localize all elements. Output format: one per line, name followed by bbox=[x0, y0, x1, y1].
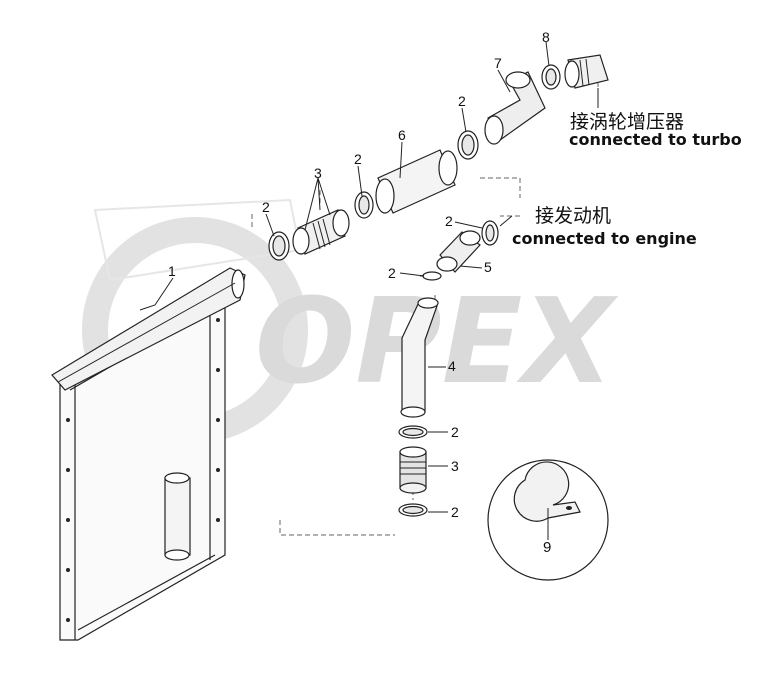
callout-turbo-cn: 接涡轮增压器 bbox=[570, 111, 684, 133]
elbow-5 bbox=[436, 230, 481, 273]
intercooler-core bbox=[51, 267, 246, 641]
clamp-2c bbox=[457, 130, 479, 160]
part-label-5: 5 bbox=[484, 259, 492, 275]
part-label-2a: 2 bbox=[262, 199, 270, 215]
watermark-text: OPEX bbox=[255, 272, 618, 410]
clamp-2g bbox=[398, 503, 428, 517]
clamp-8 bbox=[541, 64, 561, 90]
clamp-2d bbox=[481, 220, 499, 246]
part-label-9: 9 bbox=[543, 539, 551, 556]
hose-3-lower bbox=[399, 446, 427, 494]
part-label-2b: 2 bbox=[354, 151, 362, 167]
part-label-8: 8 bbox=[542, 29, 550, 45]
part-label-4: 4 bbox=[448, 358, 456, 374]
part-label-2f: 2 bbox=[451, 424, 459, 440]
clamp-2b bbox=[354, 191, 374, 219]
part-label-6: 6 bbox=[398, 127, 406, 143]
tube-6 bbox=[375, 149, 458, 214]
part-label-1: 1 bbox=[168, 263, 176, 279]
callout-engine-en: connected to engine bbox=[512, 229, 697, 248]
elbow-7 bbox=[484, 71, 546, 145]
part-labels: 1 2 3 2 6 2 7 8 2 2 5 4 2 3 2 9 bbox=[168, 29, 551, 556]
part-label-2d: 2 bbox=[445, 213, 453, 229]
part-label-2e: 2 bbox=[388, 265, 396, 281]
part-label-3a: 3 bbox=[314, 165, 322, 181]
pipe-4 bbox=[400, 297, 439, 418]
part-label-3b: 3 bbox=[451, 458, 459, 474]
part-label-7: 7 bbox=[494, 55, 502, 71]
callout-engine-cn: 接发动机 bbox=[535, 205, 611, 227]
hose-3-upper bbox=[292, 209, 350, 255]
leader-lines bbox=[139, 41, 599, 540]
clamp-2f bbox=[398, 425, 428, 439]
callout-engine: 接发动机 connected to engine bbox=[512, 205, 697, 248]
callout-turbo-en: connected to turbo bbox=[569, 130, 742, 149]
callout-turbo: 接涡轮增压器 connected to turbo bbox=[569, 111, 742, 149]
turbo-hose bbox=[564, 54, 609, 89]
part-label-2c: 2 bbox=[458, 93, 466, 109]
clamp-2a bbox=[268, 231, 290, 261]
part-label-2g: 2 bbox=[451, 504, 459, 520]
